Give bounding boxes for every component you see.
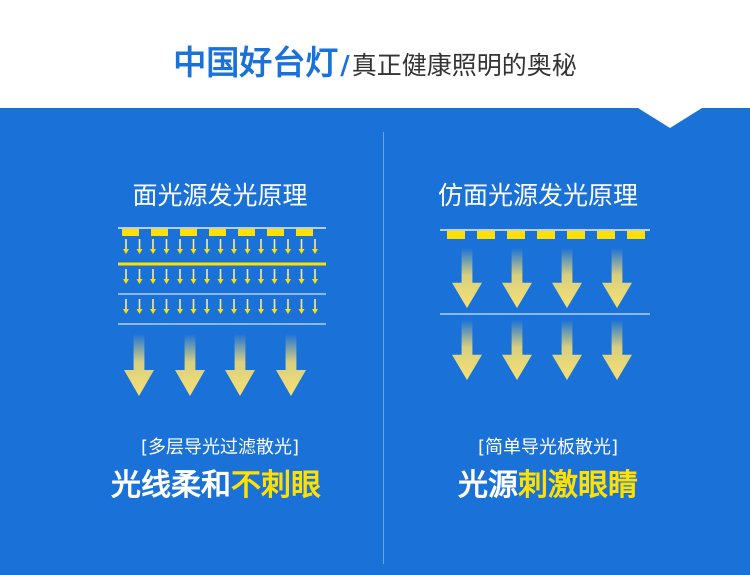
- column-divider: [383, 132, 384, 564]
- right-slogan-white: 光源: [458, 468, 518, 503]
- small-arrow-icon: [271, 249, 278, 254]
- led-icon: [151, 229, 168, 236]
- small-arrow-icon: [271, 279, 278, 284]
- left-diagram: [118, 227, 326, 396]
- right-slogan: 光源刺激眼睛: [378, 460, 718, 504]
- right-slogan-yellow: 刺激眼睛: [518, 468, 638, 503]
- small-arrow-icon: [258, 309, 264, 314]
- small-arrow-icon: [285, 249, 291, 254]
- small-arrow-icon: [190, 279, 197, 284]
- small-arrow-icon: [231, 279, 237, 284]
- small-arrow-icon: [258, 249, 264, 254]
- down-arrow-icon: [502, 248, 532, 308]
- led-icon: [507, 231, 525, 239]
- left-slogan-white: 光线柔和: [111, 468, 231, 503]
- small-arrow-icon: [271, 309, 278, 314]
- down-arrow-icon: [602, 248, 632, 308]
- small-arrow-icon: [231, 309, 237, 314]
- small-arrow-icon: [136, 279, 143, 284]
- small-arrow-icon: [244, 249, 251, 254]
- led-icon: [567, 231, 585, 239]
- down-arrow-icon: [602, 320, 632, 380]
- small-arrow-icon: [204, 279, 210, 284]
- led-icon: [537, 231, 555, 239]
- title-slash: /: [340, 51, 350, 81]
- led-icon: [209, 229, 226, 236]
- left-slogan-yellow: 不刺眼: [231, 468, 321, 503]
- down-arrow-icon: [175, 334, 205, 396]
- down-arrow-icon: [276, 334, 306, 396]
- led-icon: [477, 231, 495, 239]
- small-arrow-icon: [298, 279, 305, 284]
- right-heading: 仿面光源发光原理: [437, 181, 638, 210]
- led-icon: [627, 231, 645, 239]
- led-icon: [238, 229, 255, 236]
- down-arrow-icon: [502, 320, 532, 380]
- right-diagram: [440, 229, 650, 380]
- small-arrow-icon: [190, 309, 197, 314]
- small-arrow-icon: [217, 249, 224, 254]
- small-arrow-icon: [217, 279, 224, 284]
- right-caption: [简单导光板散光]: [477, 437, 619, 458]
- small-arrow-icon: [285, 279, 291, 284]
- led-icon: [296, 229, 313, 236]
- small-arrow-icon: [163, 309, 170, 314]
- small-arrow-icon: [150, 309, 156, 314]
- led-icon: [122, 229, 139, 236]
- small-arrow-icon: [163, 249, 170, 254]
- small-arrow-icon: [204, 249, 210, 254]
- small-arrow-icon: [312, 309, 318, 314]
- small-arrow-icon: [312, 249, 318, 254]
- small-arrow-icon: [177, 249, 183, 254]
- small-arrow-icon: [136, 309, 143, 314]
- header-notch: [638, 108, 702, 128]
- small-arrow-icon: [244, 279, 251, 284]
- small-arrow-icon: [190, 249, 197, 254]
- led-icon: [597, 231, 615, 239]
- down-arrow-icon: [552, 248, 582, 308]
- down-arrow-icon: [452, 248, 482, 308]
- header: 中国好台灯/真正健康照明的奥秘: [0, 0, 750, 108]
- light-diagram: [118, 227, 650, 396]
- small-arrow-icon: [298, 309, 305, 314]
- page-title: 中国好台灯/真正健康照明的奥秘: [0, 36, 750, 84]
- small-arrow-icon: [217, 309, 224, 314]
- title-strong: 中国好台灯: [173, 43, 339, 82]
- small-arrow-icon: [285, 309, 291, 314]
- small-arrow-icon: [231, 249, 237, 254]
- left-caption: [多层导光过滤散光]: [140, 437, 300, 458]
- comparison-panel: 面光源发光原理 仿面光源发光原理 [多层导光过滤散光] [简单导光板散光] 光线…: [0, 108, 750, 575]
- small-arrow-icon: [244, 309, 251, 314]
- down-arrow-icon: [452, 320, 482, 380]
- small-arrow-icon: [298, 249, 305, 254]
- small-arrow-icon: [123, 249, 129, 254]
- led-icon: [180, 229, 197, 236]
- small-arrow-icon: [177, 279, 183, 284]
- down-arrow-icon: [124, 334, 154, 396]
- small-arrow-icon: [177, 309, 183, 314]
- small-arrow-icon: [123, 309, 129, 314]
- small-arrow-icon: [150, 249, 156, 254]
- left-slogan: 光线柔和不刺眼: [46, 460, 386, 504]
- small-arrow-icon: [204, 309, 210, 314]
- led-icon: [267, 229, 284, 236]
- led-icon: [447, 231, 465, 239]
- small-arrow-icon: [163, 279, 170, 284]
- small-arrow-icon: [258, 279, 264, 284]
- small-arrow-icon: [312, 279, 318, 284]
- down-arrow-icon: [225, 334, 255, 396]
- small-arrow-icon: [136, 249, 143, 254]
- small-arrow-icon: [150, 279, 156, 284]
- down-arrow-icon: [552, 320, 582, 380]
- left-heading: 面光源发光原理: [132, 181, 308, 210]
- small-arrow-icon: [123, 279, 129, 284]
- title-rest: 真正健康照明的奥秘: [351, 51, 577, 80]
